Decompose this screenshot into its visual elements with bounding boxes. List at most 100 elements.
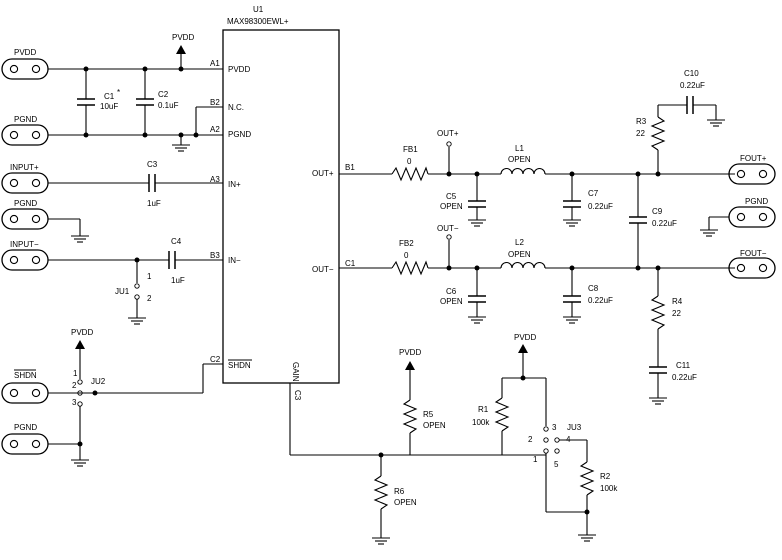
pin-inn-label: IN− — [228, 256, 241, 265]
c8-ref: C8 — [588, 284, 599, 293]
pgnd-connector-4[interactable] — [728, 206, 776, 228]
r1-value: 100k — [472, 418, 490, 427]
ju2-ref: JU2 — [91, 377, 106, 386]
inputn-connector[interactable] — [1, 249, 49, 271]
ju3-pin3-label: 3 — [552, 423, 557, 432]
c2-value: 0.1uF — [158, 101, 179, 110]
pgnd-connector-2[interactable] — [1, 208, 49, 230]
c3-ref: C3 — [147, 160, 158, 169]
pvdd-connector-label: PVDD — [14, 48, 36, 57]
ju2-pin1[interactable] — [77, 379, 83, 385]
ju1-pin2[interactable] — [134, 294, 140, 300]
ju3-pin2[interactable] — [543, 437, 549, 443]
c3-value: 1uF — [147, 199, 161, 208]
c8-value: 0.22uF — [588, 296, 613, 305]
pvdd-jp3-label: PVDD — [514, 333, 536, 342]
pin-b1: B1 — [345, 163, 355, 172]
c2-ref: C2 — [158, 90, 169, 99]
pin-gain-label: GAIN — [291, 362, 300, 382]
foutn-connector-label: FOUT− — [740, 249, 767, 258]
foutp-connector[interactable] — [728, 163, 776, 185]
ground-icon — [171, 144, 191, 152]
c6-value: OPEN — [440, 297, 463, 306]
pvdd-connector[interactable] — [1, 58, 49, 80]
ic-ref: U1 — [253, 5, 264, 14]
ju2-pin2-label: 2 — [72, 381, 77, 390]
ju3-pin3[interactable] — [543, 426, 549, 432]
c7-value: 0.22uF — [588, 202, 613, 211]
pgnd-connector-1[interactable] — [1, 124, 49, 146]
pin-pgnd-label: PGND — [228, 130, 251, 139]
outp-testpoint[interactable] — [446, 141, 452, 147]
ju1-pin2-label: 2 — [147, 294, 152, 303]
fb1-value: 0 — [407, 157, 412, 166]
ic-body — [222, 29, 340, 384]
ju1-pin1[interactable] — [134, 283, 140, 289]
fb2-ref: FB2 — [399, 239, 414, 248]
inputp-connector[interactable] — [1, 172, 49, 194]
ju3-pin1[interactable] — [543, 448, 549, 454]
inputn-connector-label: INPUT− — [10, 240, 39, 249]
foutn-connector[interactable] — [728, 257, 776, 279]
c6-ref: C6 — [446, 287, 457, 296]
r4-value: 22 — [672, 309, 681, 318]
outn-testpoint[interactable] — [446, 234, 452, 240]
pin-a1: A1 — [210, 59, 220, 68]
pvdd-r5-label: PVDD — [399, 348, 421, 357]
r4-ref: R4 — [672, 297, 683, 306]
foutp-connector-label: FOUT+ — [740, 154, 767, 163]
ju3-ref: JU3 — [567, 423, 582, 432]
r1-ref: R1 — [478, 405, 489, 414]
pgnd-connector-3[interactable] — [1, 433, 49, 455]
outn-net-label: OUT− — [437, 224, 459, 233]
pvdd-jp-label: PVDD — [71, 328, 93, 337]
c4-value: 1uF — [171, 276, 185, 285]
pin-a3: A3 — [210, 175, 220, 184]
shdn-connector-label: SHDN — [14, 371, 37, 380]
ju1-pin1-label: 1 — [147, 272, 152, 281]
ju1-ref: JU1 — [115, 287, 130, 296]
inputp-connector-label: INPUT+ — [10, 163, 39, 172]
r5-ref: R5 — [423, 410, 434, 419]
c11-ref: C11 — [676, 361, 691, 370]
outp-net-label: OUT+ — [437, 129, 459, 138]
ju3-pin4[interactable] — [554, 437, 560, 443]
r2-ref: R2 — [600, 472, 611, 481]
pgnd-connector-3-label: PGND — [14, 423, 37, 432]
pin-outn-label: OUT− — [312, 265, 334, 274]
pvdd-supply-label: PVDD — [172, 33, 194, 42]
pvdd-supply-arrow — [176, 45, 186, 54]
c10-ref: C10 — [684, 69, 699, 78]
c10-value: 0.22uF — [680, 81, 705, 90]
ju3-pin1-label: 1 — [533, 455, 538, 464]
pin-b2: B2 — [210, 98, 220, 107]
pgnd-connector-2-label: PGND — [14, 199, 37, 208]
c9-value: 0.22uF — [652, 219, 677, 228]
pin-c2: C2 — [210, 355, 221, 364]
fb2-value: 0 — [404, 251, 409, 260]
l1-ref: L1 — [515, 144, 524, 153]
pgnd-connector-4-label: PGND — [745, 197, 768, 206]
pin-c3: C3 — [293, 390, 302, 401]
pin-outp-label: OUT+ — [312, 169, 334, 178]
pin-pvdd-label: PVDD — [228, 65, 250, 74]
c9-ref: C9 — [652, 207, 663, 216]
ju2-pin3[interactable] — [77, 401, 83, 407]
ju2-pin1-label: 1 — [73, 369, 78, 378]
ju3-pin5[interactable] — [554, 448, 560, 454]
pin-b3: B3 — [210, 251, 220, 260]
c1-value: 10uF — [100, 102, 118, 111]
pin-a2: A2 — [210, 125, 220, 134]
shdn-connector[interactable] — [1, 382, 49, 404]
r6-ref: R6 — [394, 487, 405, 496]
pin-shdn-label: SHDN — [228, 361, 251, 370]
c5-value: OPEN — [440, 202, 463, 211]
pgnd-connector-1-label: PGND — [14, 115, 37, 124]
ic-part-number: MAX98300EWL+ — [227, 17, 289, 26]
pin-inp-label: IN+ — [228, 180, 241, 189]
pin-c1: C1 — [345, 259, 356, 268]
ju3-pin2-label: 2 — [528, 435, 533, 444]
c1-mark: * — [117, 88, 120, 97]
